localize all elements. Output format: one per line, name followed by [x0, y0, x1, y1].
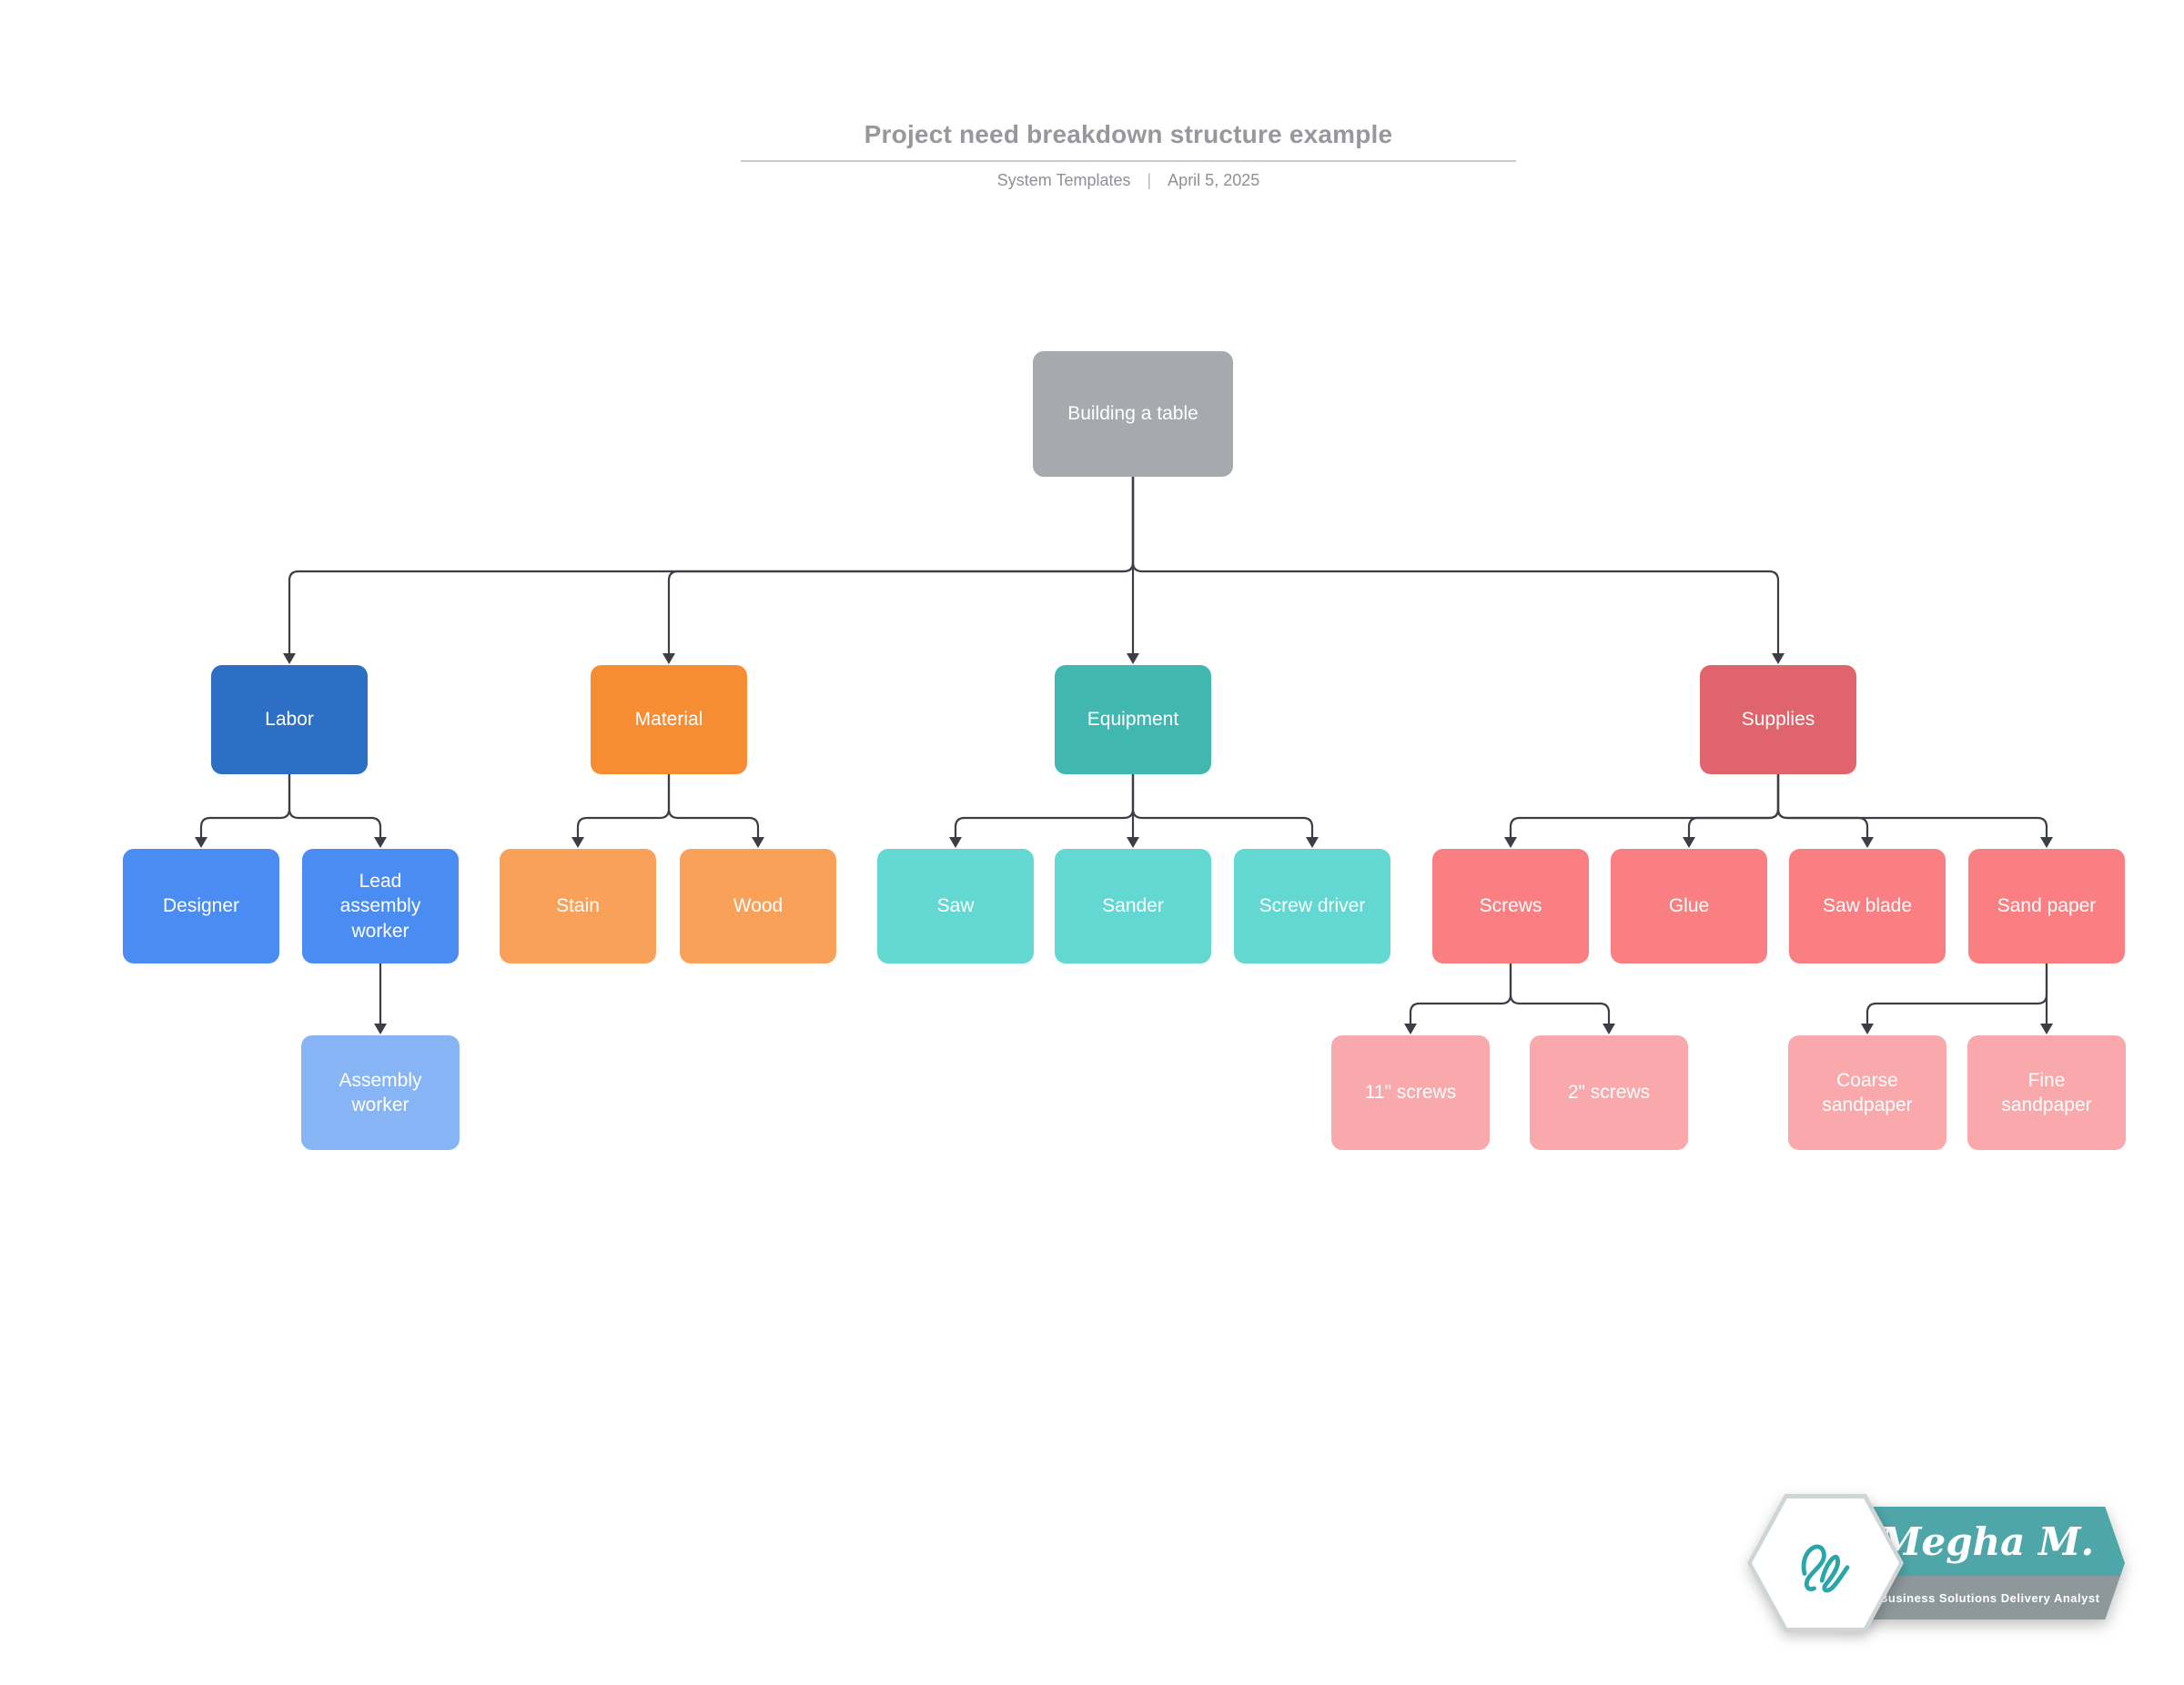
edge-labor-designer: [199, 774, 291, 838]
edge-root-labor: [288, 477, 1135, 654]
node-screws: Screws: [1432, 849, 1589, 964]
diagram-title-block: Project need breakdown structure example: [741, 120, 1516, 162]
node-screwdriver: Screw driver: [1234, 849, 1390, 964]
arrowhead-lead: [374, 837, 387, 848]
arrowhead-assembly: [374, 1024, 387, 1034]
edge-equipment-saw: [954, 774, 1135, 838]
byline-source: System Templates: [996, 171, 1131, 189]
arrowhead-supplies: [1772, 653, 1785, 664]
arrowhead-labor: [283, 653, 296, 664]
arrowhead-sawblade: [1861, 837, 1874, 848]
edge-material-wood: [667, 774, 760, 838]
edge-labor-lead: [288, 774, 382, 838]
arrowhead-sander: [1127, 837, 1139, 848]
arrowhead-wood: [752, 837, 764, 848]
arrowhead-designer: [195, 837, 207, 848]
arrowhead-sandpaper: [2040, 837, 2053, 848]
byline-date: April 5, 2025: [1168, 171, 1260, 189]
arrowhead-fine: [2040, 1024, 2053, 1034]
badge-hexagon-face: [1752, 1498, 1899, 1628]
node-equipment: Equipment: [1055, 665, 1211, 774]
edge-root-supplies: [1131, 477, 1780, 654]
edge-supplies-glue: [1687, 774, 1780, 838]
arrowhead-saw: [949, 837, 962, 848]
edge-supplies-screws: [1509, 774, 1780, 838]
arrowhead-stain: [571, 837, 584, 848]
edge-root-material: [667, 477, 1135, 654]
node-wood: Wood: [680, 849, 836, 964]
edge-supplies-sawblade: [1776, 774, 1869, 838]
node-root: Building a table: [1033, 351, 1233, 477]
node-fine: Fine sandpaper: [1967, 1035, 2126, 1150]
brand-tagline: Business Solutions Delivery Analyst: [1879, 1590, 2100, 1605]
node-assembly: Assembly worker: [301, 1035, 460, 1150]
edge-sandpaper-coarse: [1866, 964, 2048, 1024]
node-stain: Stain: [500, 849, 656, 964]
node-material: Material: [591, 665, 747, 774]
node-screws11: 11" screws: [1331, 1035, 1490, 1150]
brand-name: Megha M.: [1879, 1519, 2095, 1564]
node-glue: Glue: [1611, 849, 1767, 964]
node-screws2: 2" screws: [1530, 1035, 1688, 1150]
diagram-byline: System Templates | April 5, 2025: [741, 171, 1516, 190]
diagram-title: Project need breakdown structure example: [864, 120, 1393, 148]
arrowhead-glue: [1683, 837, 1695, 848]
node-lead: Lead assembly worker: [302, 849, 459, 964]
signature-icon: [1801, 1544, 1850, 1593]
badge-hexagon: [1747, 1494, 1904, 1632]
node-sander: Sander: [1055, 849, 1211, 964]
arrowhead-screws11: [1404, 1024, 1417, 1034]
arrowhead-screwdriver: [1306, 837, 1319, 848]
edge-material-stain: [576, 774, 671, 838]
arrowhead-screws: [1504, 837, 1517, 848]
node-labor: Labor: [211, 665, 368, 774]
node-designer: Designer: [123, 849, 279, 964]
edge-screws-screws11: [1409, 964, 1512, 1024]
edge-screws-screws2: [1509, 964, 1611, 1024]
arrowhead-equipment: [1127, 653, 1139, 664]
edge-supplies-sandpaper: [1776, 774, 2048, 838]
arrowhead-coarse: [1861, 1024, 1874, 1034]
node-sawblade: Saw blade: [1789, 849, 1946, 964]
edge-equipment-screwdriver: [1131, 774, 1314, 838]
node-saw: Saw: [877, 849, 1034, 964]
brand-badge: Megha M. Business Solutions Delivery Ana…: [1747, 1494, 2125, 1632]
node-supplies: Supplies: [1700, 665, 1856, 774]
byline-separator: |: [1147, 171, 1152, 189]
node-sandpaper: Sand paper: [1968, 849, 2125, 964]
arrowhead-material: [662, 653, 675, 664]
node-coarse: Coarse sandpaper: [1788, 1035, 1946, 1150]
arrowhead-screws2: [1603, 1024, 1615, 1034]
